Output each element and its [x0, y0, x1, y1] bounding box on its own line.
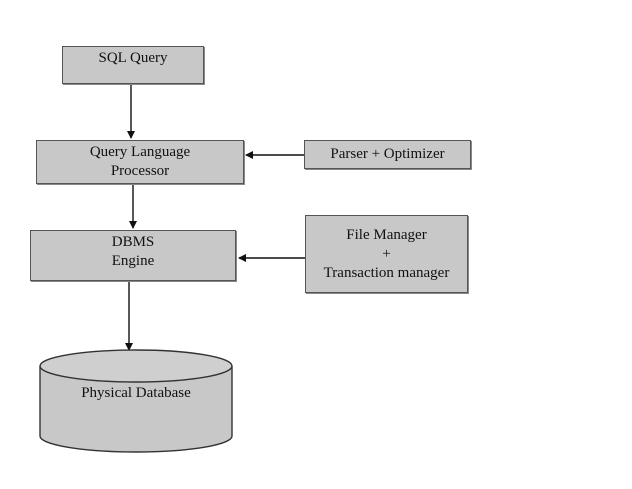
fm-label-line3: Transaction manager — [323, 264, 450, 281]
parser-optimizer-label: Parser + Optimizer — [330, 146, 445, 162]
parser-optimizer-box: Parser + Optimizer — [304, 140, 471, 169]
physical-database-cylinder — [39, 349, 233, 453]
sql-query-box: SQL Query — [62, 46, 204, 84]
file-transaction-manager-box: File Manager + Transaction manager — [305, 215, 468, 293]
fm-label-line2: + — [382, 245, 391, 262]
physical-database-label: Physical Database — [81, 385, 191, 401]
dbms-label-line2: Engine — [111, 253, 155, 269]
sql-query-label: SQL Query — [98, 50, 168, 66]
qlp-label-line2: Processor — [110, 163, 170, 179]
fm-label-line1: File Manager — [346, 226, 427, 243]
query-language-processor-box: Query Language Processor — [36, 140, 244, 184]
dbms-engine-box: DBMS Engine — [30, 230, 236, 281]
qlp-label-line1: Query Language — [89, 144, 191, 160]
dbms-label-line1: DBMS — [111, 234, 155, 250]
